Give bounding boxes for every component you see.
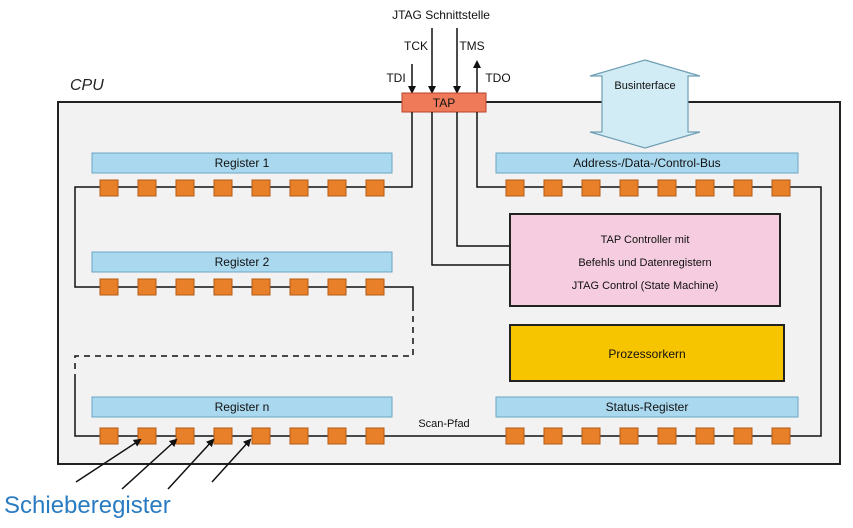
bus-register-cell-7: [733, 179, 753, 197]
register-1-label: Register 1: [215, 156, 270, 170]
schieberegister-label: Schieberegister: [4, 492, 171, 519]
register-2-cell-3: [175, 278, 195, 296]
register-1-cell-8: [365, 179, 385, 197]
tap-box: [401, 92, 487, 113]
register-n-cell-7: [327, 427, 347, 445]
bus-register-cell-4: [619, 179, 639, 197]
bus-register-cell-1: [505, 179, 525, 197]
register-n-box: [91, 396, 393, 418]
tap-label: TAP: [433, 96, 455, 110]
register-2-cell-7: [327, 278, 347, 296]
jtag-title: JTAG Schnittstelle: [392, 8, 490, 22]
register-n-cell-8: [365, 427, 385, 445]
register-2-cell-5: [251, 278, 271, 296]
register-2-label: Register 2: [215, 255, 270, 269]
scan-chain-wiring: [74, 112, 822, 437]
register-n-cell-2: [137, 427, 157, 445]
register-2-box: [91, 251, 393, 273]
bus-register-cell-6: [695, 179, 715, 197]
bus-register-cell-8: [771, 179, 791, 197]
status-register-cell-5: [657, 427, 677, 445]
register-1-cell-2: [137, 179, 157, 197]
prozessorkern-box: [509, 324, 785, 382]
register-2-cell-2: [137, 278, 157, 296]
register-1-cell-3: [175, 179, 195, 197]
bus-register-label: Address-/Data-/Control-Bus: [573, 156, 720, 170]
status-register-cell-7: [733, 427, 753, 445]
businterface-arrow: [589, 59, 701, 149]
tck-label: TCK: [404, 39, 428, 53]
register-1-cell-5: [251, 179, 271, 197]
tdo-label: TDO: [485, 71, 510, 85]
businterface-label: Businterface: [614, 80, 675, 92]
register-2-cell-4: [213, 278, 233, 296]
status-register-cell-2: [543, 427, 563, 445]
tdi-label: TDI: [386, 71, 405, 85]
register-n-cell-4: [213, 427, 233, 445]
register-n-cell-1: [99, 427, 119, 445]
register-2-cell-1: [99, 278, 119, 296]
register-n-cell-5: [251, 427, 271, 445]
status-register-cell-1: [505, 427, 525, 445]
tap-controller-line1: TAP Controller mit: [601, 234, 690, 246]
cpu-label: CPU: [70, 77, 104, 94]
status-register-cell-4: [619, 427, 639, 445]
shift-register-cells: [99, 179, 791, 445]
register-2-cell-6: [289, 278, 309, 296]
tms-label: TMS: [459, 39, 484, 53]
register-1-cell-6: [289, 179, 309, 197]
bus-register-cell-3: [581, 179, 601, 197]
schieberegister-arrows: [75, 438, 252, 490]
status-register-cell-8: [771, 427, 791, 445]
register-1-box: [91, 152, 393, 174]
register-1-cell-7: [327, 179, 347, 197]
register-n-cell-3: [175, 427, 195, 445]
register-2-cell-8: [365, 278, 385, 296]
tap-controller-line2: Befehls und Datenregistern: [578, 257, 711, 269]
status-register-label: Status-Register: [606, 400, 689, 414]
scan-path-label: Scan-Pfad: [418, 418, 469, 430]
register-1-cell-4: [213, 179, 233, 197]
status-register-cell-3: [581, 427, 601, 445]
bus-register-box: [495, 152, 799, 174]
bus-register-cell-5: [657, 179, 677, 197]
tap-controller-line3: JTAG Control (State Machine): [572, 280, 719, 292]
register-n-cell-6: [289, 427, 309, 445]
status-register-box: [495, 396, 799, 418]
register-1-cell-1: [99, 179, 119, 197]
tap-controller-box: [509, 213, 781, 307]
scan-chain-dashed: [74, 305, 414, 380]
prozessorkern-label: Prozessorkern: [608, 347, 685, 361]
status-register-cell-6: [695, 427, 715, 445]
bus-register-cell-2: [543, 179, 563, 197]
register-n-label: Register n: [215, 400, 270, 414]
